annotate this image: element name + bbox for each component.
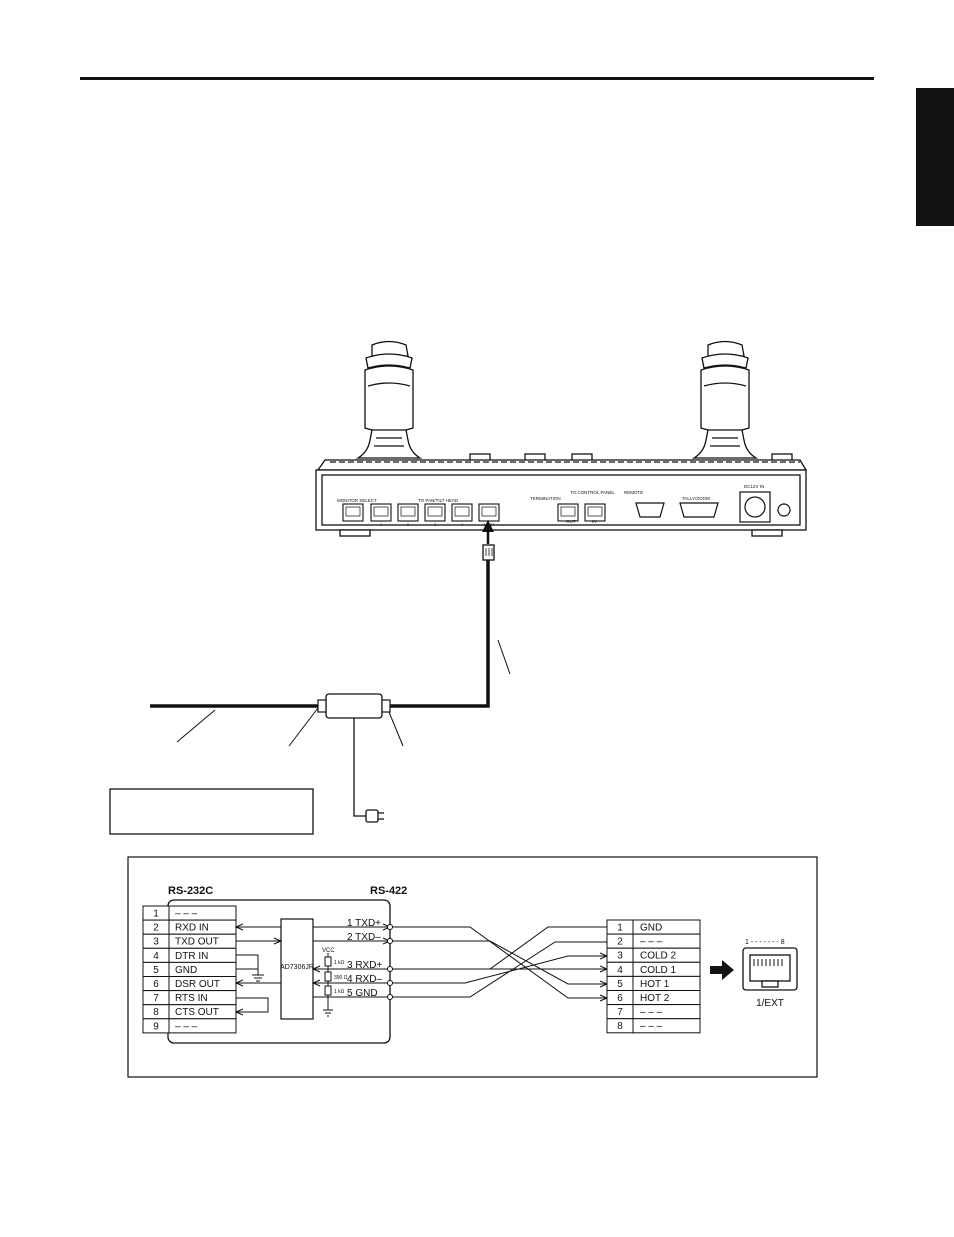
port-number-label: 1 — [380, 522, 383, 527]
note-box — [109, 788, 314, 835]
rj-port — [451, 503, 473, 522]
rs232c-label: RS-232C — [168, 885, 213, 897]
rs232-pin-number: 6 — [153, 979, 159, 990]
rj-port — [424, 503, 446, 522]
rs422-pin-label: 3 RXD+ — [347, 960, 382, 971]
rj45-jack — [742, 947, 798, 991]
rs232-pin-number: 5 — [153, 965, 159, 976]
dc-in-connector — [739, 491, 771, 523]
rj-port — [557, 503, 579, 522]
rs232-signal-cell — [168, 1018, 237, 1034]
ext-pin-number: 3 — [617, 951, 623, 962]
rs422-pin-label: 1 TXD+ — [347, 918, 381, 929]
ext-pin-number: 7 — [617, 1007, 623, 1018]
port-number-label: 3 — [434, 522, 437, 527]
chip-label: AD7306JR — [280, 964, 314, 971]
resistor-label-3: 1 kΩ — [334, 989, 345, 995]
cable-route — [150, 520, 511, 823]
rs232-pin-signal: CTS OUT — [175, 1007, 219, 1018]
to-control-panel-label: TO CONTROL PANEL — [570, 490, 615, 495]
rj-port — [342, 503, 364, 522]
tally-connector — [679, 502, 719, 518]
schematic-frame — [127, 856, 818, 1078]
header-rule — [80, 77, 874, 80]
arrow-right-icon — [710, 960, 734, 980]
remote-label: REMOTE — [624, 490, 643, 495]
ext-pin-signal: GND — [640, 923, 662, 934]
to-panhead-label: TO PAN/TILT HEAD — [418, 498, 459, 503]
rs422-pin-label: 2 TXD– — [347, 932, 381, 943]
ext-pin-number: 2 — [617, 937, 623, 948]
ext-signal-cell — [632, 1018, 701, 1034]
rs232-pin-number: 4 — [153, 951, 159, 962]
arrow-up-icon — [482, 520, 494, 532]
ext-pin-table: 1 GND 2 – – – 3 COLD 2 4 COLD 1 5 HOT 1 6 HOT 2 7 – –… — [606, 919, 701, 1034]
dc-in-label: DC12V IN — [744, 484, 764, 489]
right-joystick — [691, 340, 759, 459]
ground-terminal — [777, 503, 791, 517]
ext-pin-signal: – – – — [640, 1007, 663, 1018]
panel-labels: MONITOR SELECT TO PAN/TILT HEAD TERMINAT… — [337, 484, 764, 503]
rs232-pin-number: 1 — [153, 909, 159, 920]
rs422-terminals — [387, 924, 393, 1000]
rs232-pin-number: 2 — [153, 923, 159, 934]
rs232-pin-signal: GND — [175, 965, 197, 976]
ext-pin-signal: HOT 1 — [640, 979, 670, 990]
vcc-label: VCC — [322, 948, 335, 954]
rs232-pin-number: 7 — [153, 993, 159, 1004]
ext-pin-number: 4 — [617, 965, 623, 976]
monitor-select-label: MONITOR SELECT — [337, 498, 377, 503]
rs422-pin-labels: 1 TXD+ 2 TXD– 3 RXD+ 4 RXD– 5 GND — [347, 918, 382, 999]
rs422-pin-label: 4 RXD– — [347, 974, 382, 985]
ext-pin-signal: HOT 2 — [640, 993, 670, 1004]
power-adapter — [365, 809, 379, 823]
rs232-pin-signal: TXD OUT — [175, 937, 219, 948]
port-in-label: IN — [592, 519, 597, 524]
ext-pin-signal: – – – — [640, 1021, 663, 1032]
ext-pin-number: 5 — [617, 979, 623, 990]
ext-pin-number: 6 — [617, 993, 623, 1004]
jack-pin-range: 1 - - - - - - - 8 — [745, 939, 785, 946]
ad7306jr-chip — [280, 918, 314, 1020]
jack-label: 1/EXT — [756, 998, 784, 1009]
rs232-pin-signal: DTR IN — [175, 951, 208, 962]
resistor-label-2: 390 Ω — [334, 975, 348, 981]
rj-port — [584, 503, 606, 522]
rs232-pin-signal: DSR OUT — [175, 979, 220, 990]
rs232-pin-number: 9 — [153, 1021, 159, 1032]
rs232c-pin-table: 1 – – – 2 RXD IN 3 TXD OUT 4 DTR IN 5 GND 6 DSR OUT… — [142, 905, 237, 1034]
device-ports: 123451/EXT — [342, 503, 606, 527]
crossover-wires — [392, 926, 609, 1002]
rj-port — [370, 503, 392, 522]
rs232-pin-signal: RXD IN — [175, 923, 209, 934]
left-joystick — [355, 340, 423, 459]
ext-pin-signal: COLD 1 — [640, 965, 677, 976]
rs232-pin-signal: – – – — [175, 1021, 198, 1032]
internal-wiring — [234, 923, 392, 1017]
rs422-label: RS-422 — [370, 885, 407, 897]
ext-pin-number: 1 — [617, 923, 623, 934]
ext-pin-number: 8 — [617, 1021, 623, 1032]
tally-label: TALLY/ZOOM — [682, 496, 710, 501]
resistor-label-1: 1 kΩ — [334, 960, 345, 966]
language-tab — [916, 88, 954, 226]
rj-port — [478, 503, 500, 522]
rj-port — [397, 503, 419, 522]
ext-pin-signal: – – – — [640, 937, 663, 948]
rs232-pin-signal: – – – — [175, 909, 198, 920]
rs232-pin-signal: RTS IN — [175, 993, 208, 1004]
rs232-pin-number: 8 — [153, 1007, 159, 1018]
rs232-pin-number: 3 — [153, 937, 159, 948]
rs422-pin-label: 5 GND — [347, 988, 378, 999]
ext-pin-signal: COLD 2 — [640, 951, 677, 962]
converter-box — [325, 693, 383, 719]
remote-connector — [635, 502, 665, 518]
termination-label: TERMINATION — [530, 496, 561, 501]
port-out-label: OUT — [566, 519, 576, 524]
port-number-label: 4 — [461, 522, 464, 527]
port-number-label: 2 — [407, 522, 410, 527]
